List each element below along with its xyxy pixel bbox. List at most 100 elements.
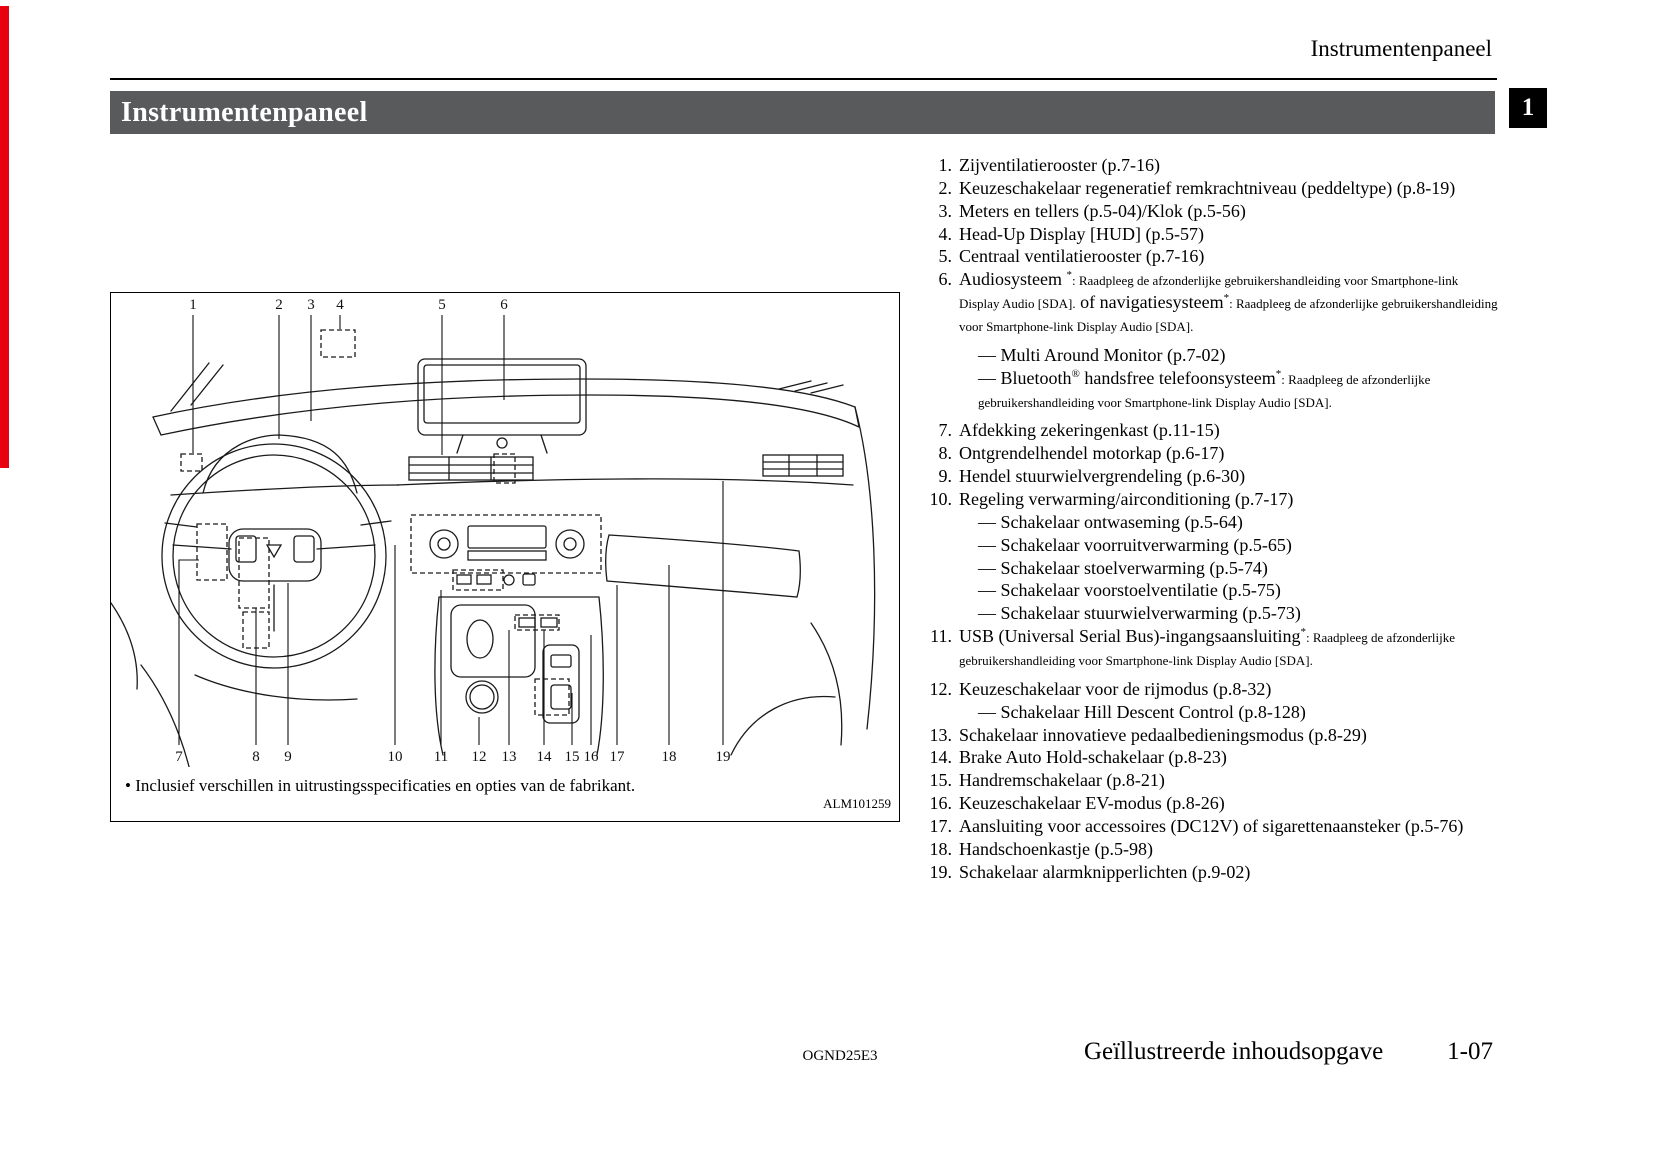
item-text: Zijventilatierooster (p.7-16)	[959, 155, 1160, 175]
header-rule	[110, 78, 1497, 80]
item-text: Schakelaar alarmknipperlichten (p.9-02)	[959, 861, 1251, 882]
item-text: Aansluiting voor accessoires (DC12V) of …	[959, 816, 1464, 837]
list-subitem: — Multi Around Monitor (p.7-02)	[918, 344, 1500, 367]
superscript-mark: *	[1300, 626, 1306, 639]
running-header: Instrumentenpaneel	[1310, 36, 1492, 61]
list-item-19: 19.Schakelaar alarmknipperlichten (p.9-0…	[918, 861, 1500, 884]
item-text: — Schakelaar stoelverwarming (p.5-74)	[978, 557, 1268, 578]
list-item-11: 11. USB (Universal Serial Bus)-ingangsaan…	[918, 625, 1500, 671]
item-text: Schakelaar innovatieve pedaalbedieningsm…	[959, 724, 1367, 745]
figure-note: • Inclusief verschillen in uitrustingssp…	[125, 776, 636, 795]
item-number: 14.	[929, 747, 953, 768]
item-number: 7.	[938, 420, 953, 441]
item-text: — Multi Around Monitor (p.7-02)	[978, 344, 1226, 365]
callout-10: 10	[388, 749, 403, 765]
item-body: Keuzeschakelaar voor de rijmodus (p.8-32…	[959, 678, 1500, 701]
footnote-text: : Raadpleeg de afzonderlijke gebruikersh…	[959, 273, 1459, 312]
item-number: 15.	[929, 770, 953, 791]
item-text: Keuzeschakelaar regeneratief remkrachtni…	[959, 177, 1456, 198]
item-text: — Schakelaar stuurwielverwarming (p.5-73…	[978, 603, 1301, 624]
item-body: Zijventilatierooster (p.7-16)	[959, 154, 1500, 177]
item-text: Meters en tellers (p.5-04)/Klok (p.5-56)	[959, 200, 1246, 221]
item-number: 10.	[929, 489, 953, 510]
callout-5: 5	[438, 297, 446, 313]
item-number: 16.	[929, 793, 953, 814]
item-text: Centraal ventilatierooster (p.7-16)	[959, 246, 1205, 267]
list-item-10: 10.Regeling verwarming/airconditioning (…	[918, 488, 1500, 511]
callout-7: 7	[175, 749, 183, 765]
list-subitem: — Schakelaar Hill Descent Control (p.8-1…	[918, 701, 1500, 724]
callout-18: 18	[662, 749, 677, 765]
item-text: of navigatiesysteem	[1075, 292, 1224, 313]
callout-9: 9	[284, 749, 292, 765]
list-item-14: 14. Brake Auto Hold-schakelaar (p.8-23)	[918, 746, 1500, 769]
callout-13: 13	[502, 749, 517, 765]
item-body: Head-Up Display [HUD] (p.5-57)	[959, 223, 1500, 246]
superscript-mark: *	[1275, 367, 1282, 380]
item-body: Hendel stuurwielvergrendeling (p.6-30)	[959, 465, 1500, 488]
list-item-3: 3. Meters en tellers (p.5-04)/Klok (p.5-5…	[918, 200, 1500, 223]
item-text: Brake Auto Hold-schakelaar (p.8-23)	[959, 747, 1227, 768]
footnote-text: : Raadpleeg de afzonderlijke gebruikersh…	[978, 371, 1431, 410]
callout-19: 19	[716, 749, 731, 765]
list-item-9: 9. Hendel stuurwielvergrendeling (p.6-30)	[918, 465, 1500, 488]
callout-line-7	[178, 559, 199, 745]
item-number: 6.	[938, 269, 953, 290]
list-item-18: 18.Handschoenkastje (p.5-98)	[918, 838, 1500, 861]
list-item-13: 13. Schakelaar innovatieve pedaalbedienin…	[918, 724, 1500, 747]
list-subitem: — Schakelaar stuurwielverwarming (p.5-73…	[918, 602, 1500, 625]
list-item-6: 6.Audiosysteem *: Raadpleeg de afzonderl…	[918, 268, 1500, 337]
section-title-bar: Instrumentenpaneel	[110, 91, 1495, 134]
item-body: Aansluiting voor accessoires (DC12V) of …	[959, 815, 1500, 838]
list-subitem: — Schakelaar ontwaseming (p.5-64)	[918, 511, 1500, 534]
chapter-color-bar	[0, 6, 9, 468]
superscript-mark: ®	[1071, 367, 1080, 380]
figure-code: ALM101259	[823, 796, 891, 811]
callout-target-boxes	[180, 329, 602, 716]
footnote-text: : Raadpleeg de afzonderlijke gebruikersh…	[959, 296, 1498, 335]
list-subitem: — Schakelaar stoelverwarming (p.5-74)	[918, 557, 1500, 580]
item-text: Hendel stuurwielvergrendeling (p.6-30)	[959, 466, 1246, 487]
item-number: 4.	[938, 223, 953, 244]
callout-14: 14	[537, 749, 553, 765]
item-number: 8.	[938, 443, 953, 464]
item-text: Keuzeschakelaar EV-modus (p.8-26)	[959, 793, 1225, 814]
list-item-12: 12.Keuzeschakelaar voor de rijmodus (p.8…	[918, 678, 1500, 701]
list-subitem: — Schakelaar voorstoelventilatie (p.5-75…	[918, 579, 1500, 602]
callout-3: 3	[307, 297, 315, 313]
item-text: Afdekking zekeringenkast (p.11-15)	[959, 420, 1220, 441]
list-item-1: 1.Zijventilatierooster (p.7-16)	[918, 154, 1500, 177]
item-text: Keuzeschakelaar voor de rijmodus (p.8-32…	[959, 678, 1272, 699]
item-body: USB (Universal Serial Bus)-ingangsaanslu…	[959, 625, 1500, 671]
footer-page-number: 1-07	[1447, 1038, 1493, 1065]
callout-1: 1	[189, 297, 197, 313]
item-number: 13.	[929, 724, 953, 745]
section-title: Instrumentenpaneel	[121, 96, 368, 128]
callout-8: 8	[252, 749, 260, 765]
list-item-4: 4. Head-Up Display [HUD] (p.5-57)	[918, 223, 1500, 246]
list-item-16: 16. Keuzeschakelaar EV-modus (p.8-26)	[918, 792, 1500, 815]
item-body: Handremschakelaar (p.8-21)	[959, 769, 1500, 792]
callout-12: 12	[472, 749, 487, 765]
item-text: handsfree telefoonsysteem	[1079, 367, 1276, 388]
item-number: 18.	[929, 838, 953, 859]
list-item-5: 5.Centraal ventilatierooster (p.7-16)	[918, 245, 1500, 268]
item-body: Brake Auto Hold-schakelaar (p.8-23)	[959, 746, 1500, 769]
callout-17: 17	[610, 749, 626, 765]
item-text: — Schakelaar ontwaseming (p.5-64)	[978, 511, 1243, 532]
callout-4: 4	[336, 297, 344, 313]
item-body: Keuzeschakelaar regeneratief remkrachtni…	[959, 177, 1500, 200]
item-number: 9.	[938, 466, 953, 487]
item-number: 17.	[929, 816, 953, 837]
callout-11: 11	[434, 749, 448, 765]
footer-doc-code: OGND25E3	[802, 1048, 878, 1064]
item-number: 3.	[938, 200, 953, 221]
item-number: 11.	[930, 626, 952, 647]
chapter-tab: 1	[1509, 88, 1547, 128]
callout-2: 2	[275, 297, 283, 313]
callout-6: 6	[500, 297, 508, 313]
item-body: Centraal ventilatierooster (p.7-16)	[959, 245, 1500, 268]
list-item-15: 15. Handremschakelaar (p.8-21)	[918, 769, 1500, 792]
